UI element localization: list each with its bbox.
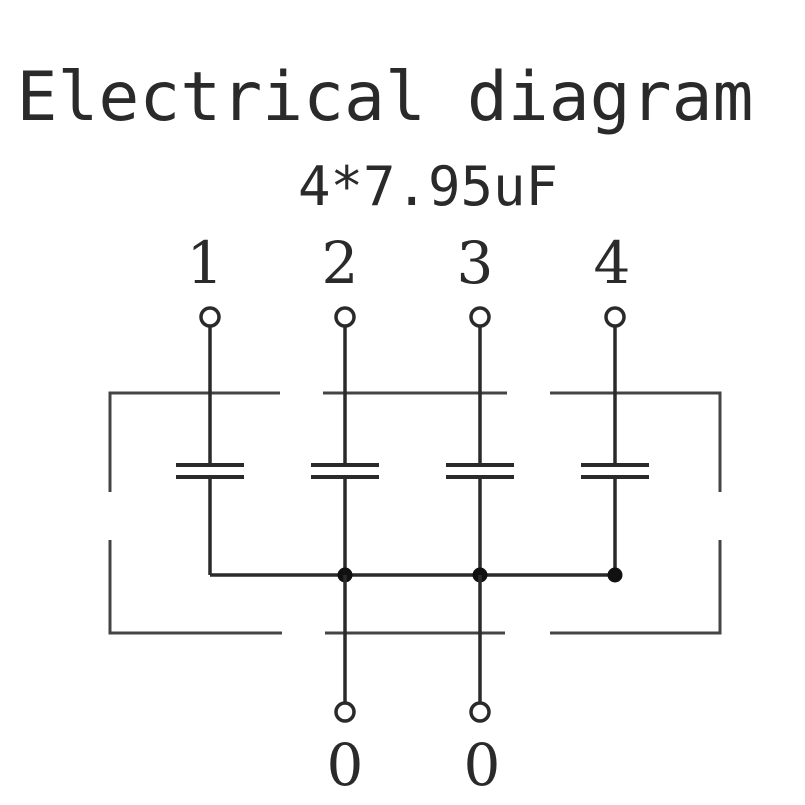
terminal-0-right	[469, 701, 491, 723]
capacitor-4	[581, 326, 649, 575]
diagram-title: Electrical diagram	[17, 58, 754, 137]
terminal-1	[199, 306, 221, 328]
junction-dot-4	[607, 567, 623, 583]
case-outline	[108, 391, 722, 635]
terminal-label-2: 2	[322, 229, 359, 297]
capacitor-2	[311, 326, 379, 575]
terminal-2	[334, 306, 356, 328]
terminal-0-left	[334, 701, 356, 723]
capacitor-3	[446, 326, 514, 575]
terminal-label-1: 1	[187, 229, 224, 297]
case-corner-top-left	[108, 391, 280, 492]
case-corner-bottom-right	[550, 540, 722, 635]
terminal-label-0-left: 0	[327, 731, 364, 799]
terminal-label-0-right: 0	[464, 731, 501, 799]
capacitor-1	[176, 326, 244, 575]
case-corner-bottom-left	[108, 540, 282, 635]
terminal-label-4: 4	[594, 229, 631, 297]
terminal-4	[604, 306, 626, 328]
capacitance-value: 4*7.95uF	[298, 155, 558, 218]
case-corner-top-right	[550, 391, 722, 492]
terminal-3	[469, 306, 491, 328]
terminal-label-3: 3	[457, 229, 494, 297]
